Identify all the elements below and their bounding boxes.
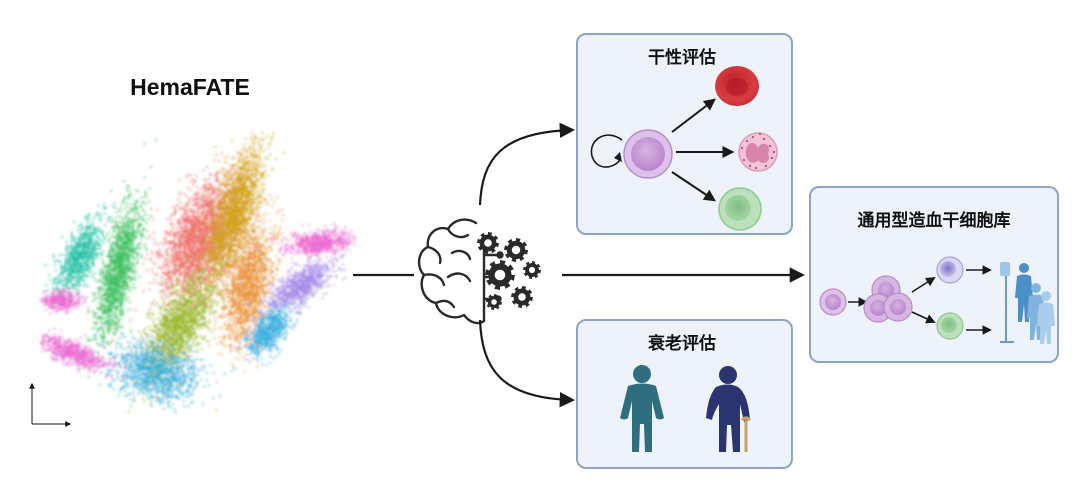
stem-cell xyxy=(623,129,673,179)
gears-icon xyxy=(477,232,541,310)
aging-panel-title: 衰老评估 xyxy=(647,333,716,354)
granule xyxy=(740,146,744,150)
axis-indicator xyxy=(29,382,72,427)
granule xyxy=(764,164,768,168)
arrow-to-green-cell xyxy=(911,311,936,324)
gear-hole xyxy=(491,299,497,305)
gear-hole xyxy=(484,239,492,247)
granule xyxy=(745,139,749,143)
granule xyxy=(754,166,758,170)
hsc-derived-cell-blue xyxy=(936,256,964,284)
umap-embedding xyxy=(40,132,356,413)
hsc-library-panel-title: 通用型造血干细胞库 xyxy=(858,210,1011,231)
red-blood-cell xyxy=(715,66,759,106)
hsc-library-panel: 通用型造血干细胞库 xyxy=(809,186,1059,363)
expanded-cell-cluster xyxy=(863,275,913,323)
granule xyxy=(748,164,752,168)
granule xyxy=(742,158,746,162)
granule xyxy=(770,156,774,160)
granule xyxy=(762,137,766,141)
gear-hole xyxy=(518,293,526,301)
arrow-to-aging xyxy=(478,319,576,408)
person-icon xyxy=(620,365,664,452)
diff-arrow-lymph xyxy=(671,171,716,202)
arrow-to-blue-cell xyxy=(911,276,936,293)
gear-hole xyxy=(528,266,536,274)
granule xyxy=(768,144,772,148)
granule xyxy=(772,150,776,154)
elderly-person-icon xyxy=(706,366,752,452)
diff-arrow-red xyxy=(671,98,716,133)
patient-iv-icon xyxy=(1000,262,1055,344)
lymphoid-cell xyxy=(718,187,762,231)
stemness-panel: 干性评估 xyxy=(576,33,793,235)
gear-hole xyxy=(511,245,521,255)
arrow-to-stemness xyxy=(478,122,576,206)
granule xyxy=(751,135,755,139)
stem-cell-small xyxy=(819,288,847,316)
aging-panel: 衰老评估 xyxy=(576,319,793,469)
self-renewal-arrow xyxy=(590,134,623,168)
gear-hole xyxy=(494,269,506,281)
stemness-panel-title: 干性评估 xyxy=(648,47,716,68)
granulocyte-cell xyxy=(738,132,778,172)
hsc-derived-cell-green xyxy=(936,312,964,340)
figure-title: HemaFATE xyxy=(130,74,250,100)
granule xyxy=(758,132,762,136)
